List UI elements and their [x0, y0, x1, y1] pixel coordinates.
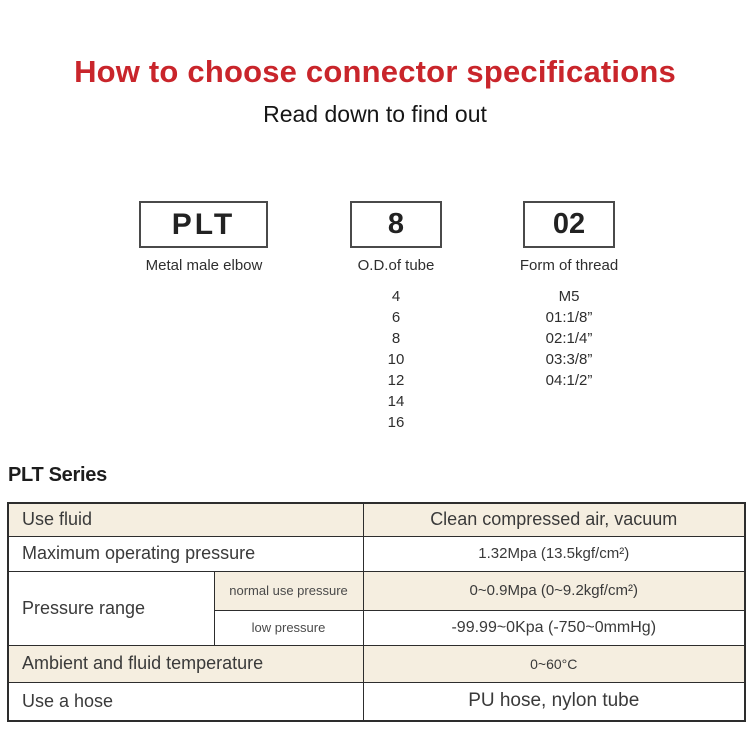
tube-size-box-label: O.D.of tube: [357, 257, 435, 274]
low-pressure-value: -99.99~0Kpa (-750~0mmHg): [362, 609, 746, 646]
hose-value: PU hose, nylon tube: [362, 681, 746, 722]
normal-pressure-label: normal use pressure: [213, 570, 364, 611]
part-number-box-series: PLT: [139, 201, 268, 248]
low-pressure-label: low pressure: [213, 609, 364, 646]
max-pressure-value: 1.32Mpa (13.5kgf/cm²): [362, 535, 746, 572]
spec-table: Use fluid Clean compressed air, vacuum M…: [7, 502, 746, 722]
thread-form-box-label: Form of thread: [519, 257, 619, 274]
table-row-temperature: Ambient and fluid temperature 0~60°C: [7, 644, 746, 683]
pressure-range-label: Pressure range: [7, 570, 215, 646]
table-row-normal-pressure: Pressure range normal use pressure 0~0.9…: [7, 570, 746, 646]
part-number-box-tube-size: 8: [350, 201, 442, 248]
table-row-hose: Use a hose PU hose, nylon tube: [7, 681, 746, 722]
part-number-box-thread-form-code: 02: [552, 208, 586, 240]
thread-form-option: 01:1/8”: [545, 309, 593, 326]
thread-form-option: 04:1/2”: [545, 372, 593, 389]
temperature-value: 0~60°C: [362, 644, 746, 683]
page-subtitle: Read down to find out: [263, 101, 487, 127]
tube-size-option: 10: [387, 351, 405, 368]
use-fluid-value: Clean compressed air, vacuum: [362, 502, 746, 537]
part-number-box-tube-size-code: 8: [387, 208, 405, 240]
temperature-label: Ambient and fluid temperature: [7, 644, 364, 683]
part-number-box-thread-form: 02: [523, 201, 615, 248]
part-number-box-series-code: PLT: [171, 207, 236, 241]
thread-form-option: 02:1/4”: [545, 330, 593, 347]
tube-size-option: 16: [387, 414, 405, 431]
use-fluid-label: Use fluid: [7, 502, 364, 537]
tube-size-option: 4: [391, 288, 401, 305]
tube-size-option: 8: [391, 330, 401, 347]
table-row-low-pressure: low pressure -99.99~0Kpa (-750~0mmHg): [8, 609, 746, 646]
thread-form-option: 03:3/8”: [545, 351, 593, 368]
thread-form-options: M5 01:1/8” 02:1/4” 03:3/8” 04:1/2”: [504, 286, 634, 391]
tube-size-option: 12: [387, 372, 405, 389]
table-row-max-pressure: Maximum operating pressure 1.32Mpa (13.5…: [7, 535, 746, 572]
thread-form-option: M5: [558, 288, 580, 305]
tube-size-option: 14: [387, 393, 405, 410]
series-box-label: Metal male elbow: [145, 257, 263, 274]
series-heading: PLT Series: [8, 464, 107, 486]
tube-size-options: 4 6 8 10 12 14 16: [350, 286, 442, 433]
hose-label: Use a hose: [7, 681, 364, 722]
tube-size-option: 6: [391, 309, 401, 326]
page-title: How to choose connector specifications: [74, 54, 676, 89]
table-row-use-fluid: Use fluid Clean compressed air, vacuum: [7, 502, 746, 537]
normal-pressure-value: 0~0.9Mpa (0~9.2kgf/cm²): [362, 570, 746, 611]
max-pressure-label: Maximum operating pressure: [7, 535, 364, 572]
